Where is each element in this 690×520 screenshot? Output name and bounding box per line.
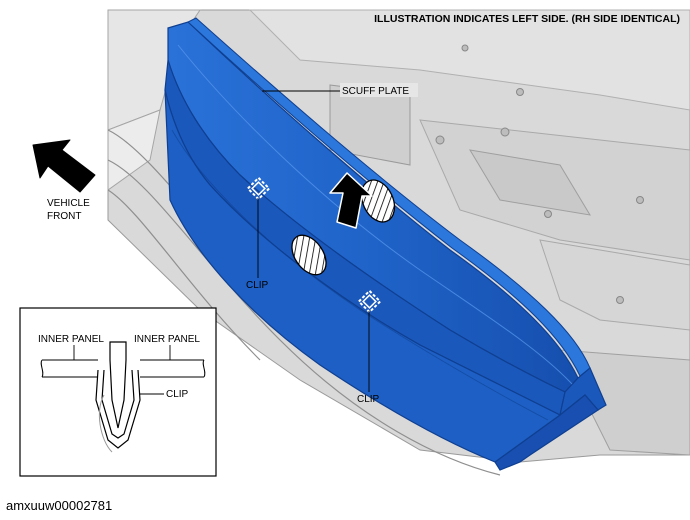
header-note: ILLUSTRATION INDICATES LEFT SIDE. (RH SI…	[374, 13, 680, 25]
inset-inner-panel-left-label: INNER PANEL	[38, 334, 104, 345]
image-id-caption: amxuuw00002781	[6, 498, 112, 513]
scuff-plate-label: SCUFF PLATE	[342, 86, 409, 97]
pull-up-arrow-icon	[329, 172, 373, 229]
clip-cross-section-inset	[19, 307, 217, 477]
inset-clip-label: CLIP	[166, 389, 189, 400]
clip-marker-left	[246, 176, 271, 201]
clip-label-right: CLIP	[357, 394, 380, 405]
vehicle-front-label-line2: FRONT	[47, 211, 81, 222]
vehicle-front-arrow-icon	[32, 139, 96, 193]
clip-label-left: CLIP	[246, 280, 269, 291]
vehicle-front-label-line1: VEHICLE	[47, 198, 90, 209]
hatched-grip-point-lower	[291, 234, 327, 276]
hatched-grip-point-upper	[360, 179, 396, 223]
inset-inner-panel-right-label: INNER PANEL	[134, 334, 200, 345]
clip-marker-right	[357, 289, 382, 314]
leader-lines	[257, 90, 370, 392]
